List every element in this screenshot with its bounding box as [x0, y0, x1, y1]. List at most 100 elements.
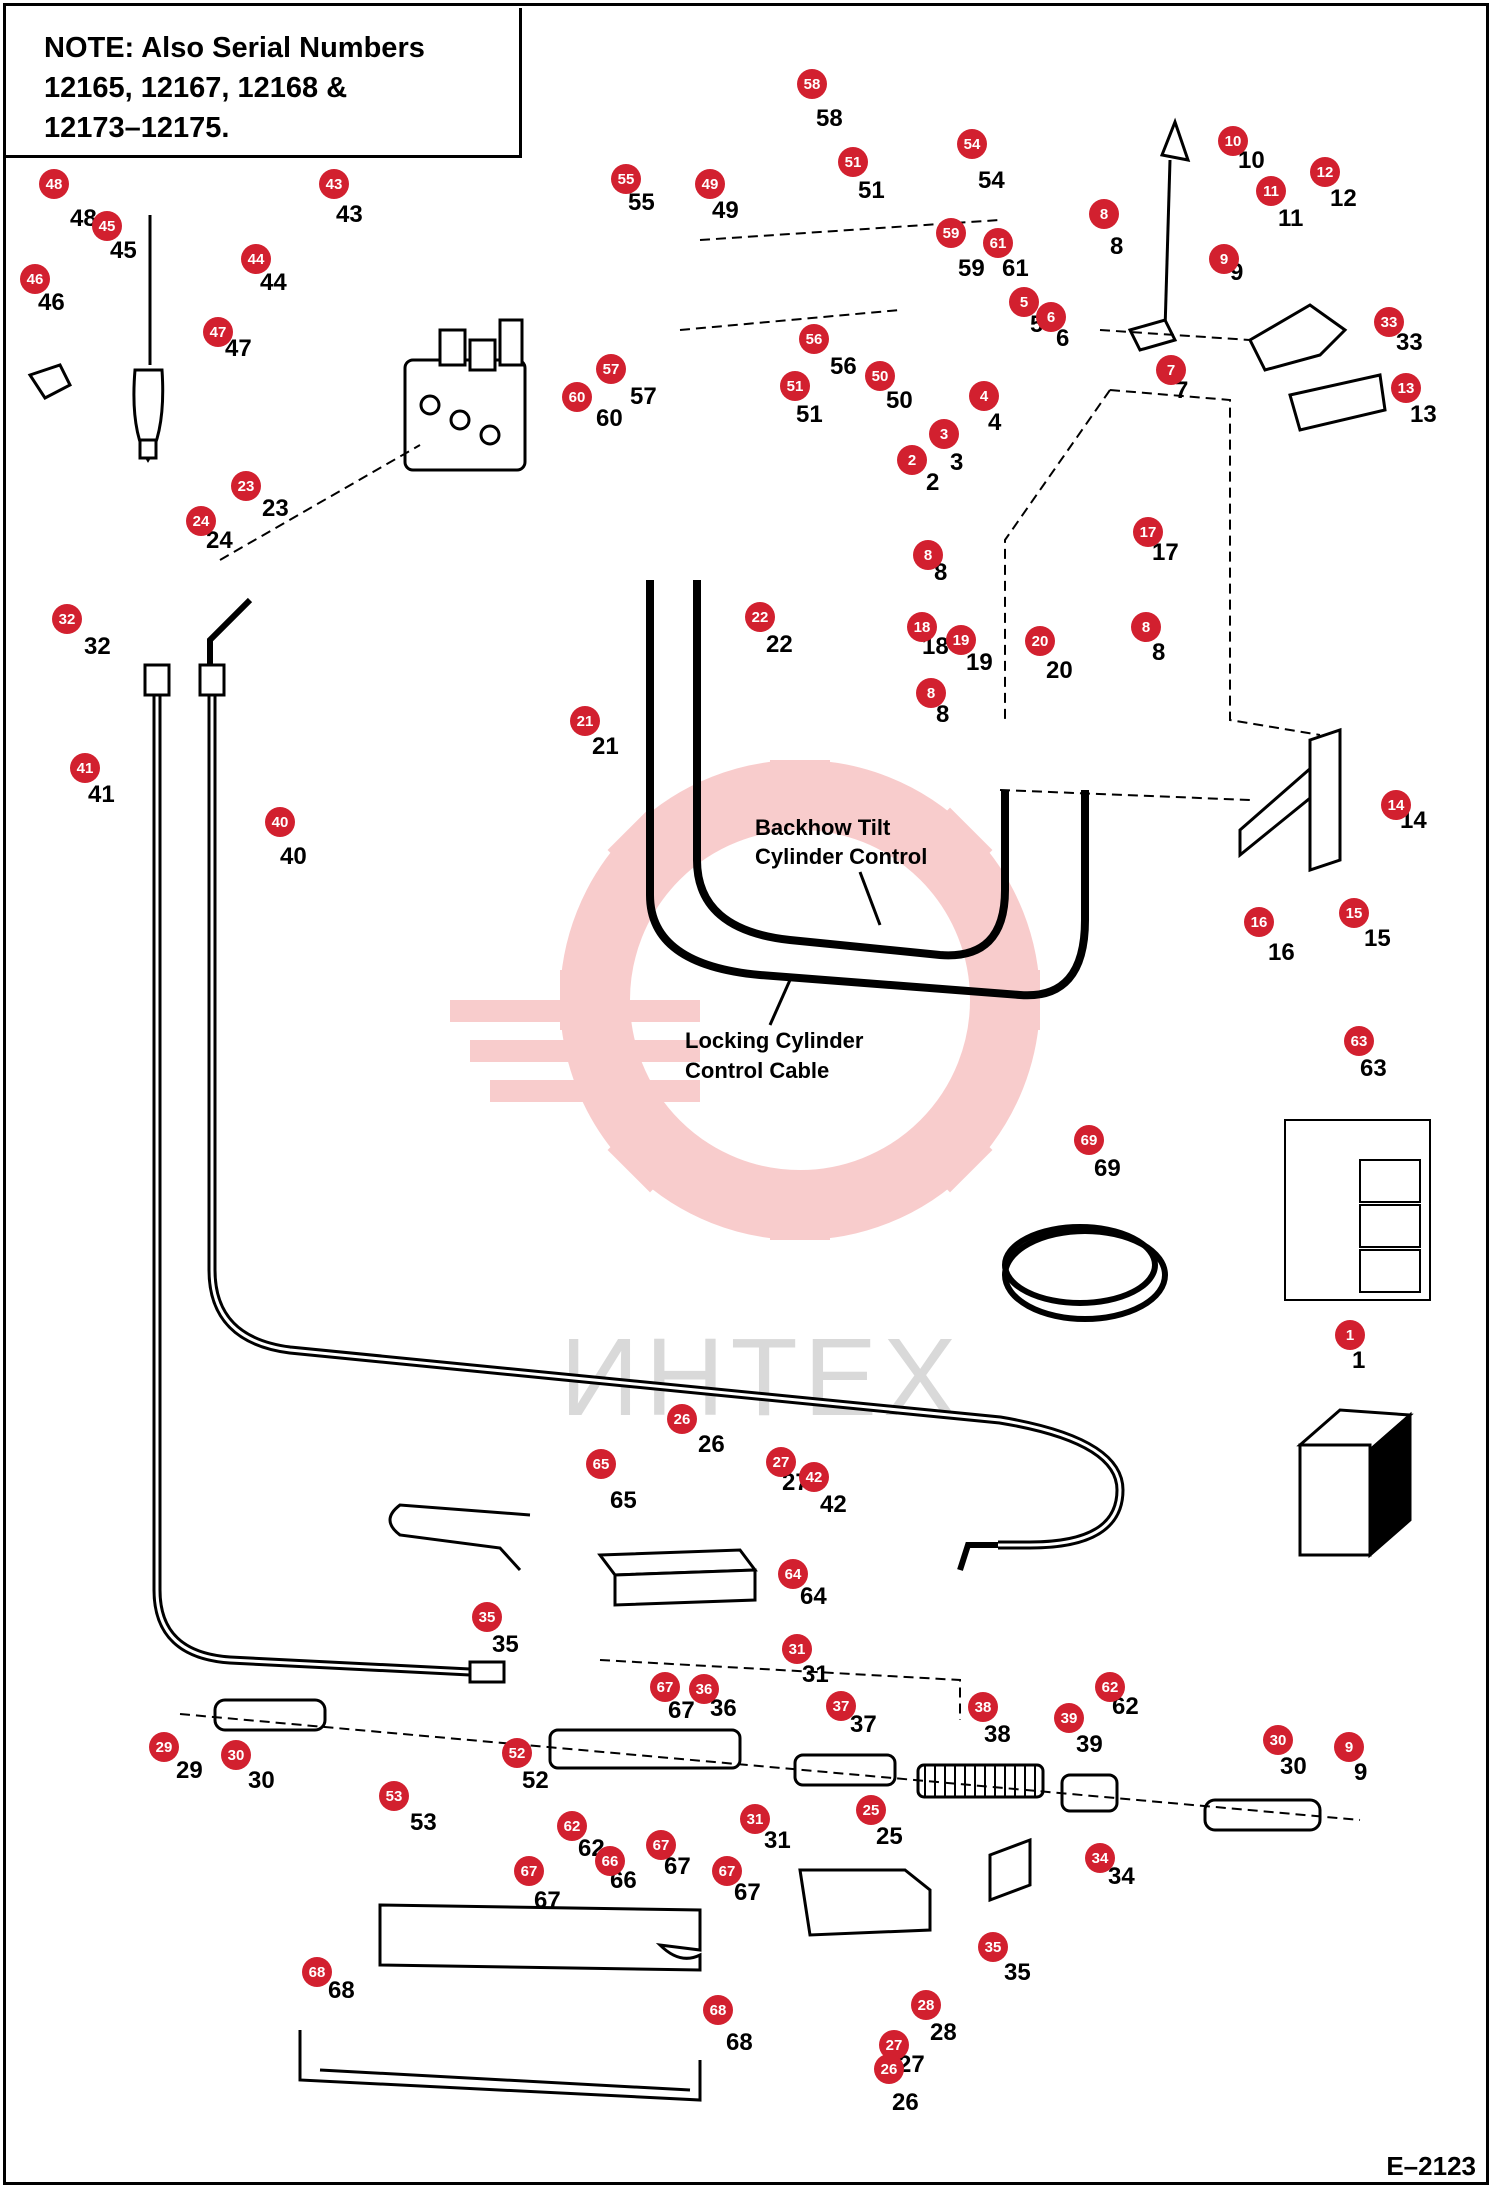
callout-badge-number: 14 [1388, 797, 1405, 814]
callout-badge-number: 18 [914, 619, 931, 636]
callout-1[interactable]: 11 [1335, 1320, 1365, 1374]
callout-8[interactable]: 88 [916, 678, 949, 728]
part-number-label: 7 [1175, 377, 1188, 404]
callout-8[interactable]: 88 [913, 540, 947, 586]
part-number-label: 20 [1046, 657, 1073, 684]
callout-2[interactable]: 22 [897, 445, 939, 496]
caption-lock-line1: Locking Cylinder [685, 1028, 864, 1053]
note-line-1: NOTE: Also Serial Numbers [44, 32, 425, 64]
callout-6[interactable]: 66 [1036, 302, 1069, 352]
callout-9[interactable]: 99 [1334, 1732, 1367, 1786]
part-number-label: 68 [328, 1977, 355, 2004]
callout-8[interactable]: 88 [1131, 612, 1165, 666]
callout-3[interactable]: 33 [929, 419, 963, 476]
callout-badge [1025, 626, 1055, 656]
part-number-label: 8 [1110, 233, 1123, 260]
callout-4[interactable]: 44 [969, 381, 1002, 436]
wiring-harness [388, 1503, 531, 1572]
callout-badge-number: 56 [806, 331, 823, 348]
cable-21-tilt [646, 580, 1089, 1000]
callout-7[interactable]: 77 [1156, 355, 1188, 404]
callout-9[interactable]: 99 [1209, 244, 1243, 286]
part-number-label: 69 [1094, 1155, 1121, 1182]
callout-8[interactable]: 88 [1089, 199, 1123, 260]
callout-badge-number: 66 [602, 1853, 619, 1870]
callout-badge-number: 35 [985, 1939, 1002, 1956]
callout-badge [778, 1559, 808, 1589]
callout-badge [1339, 898, 1369, 928]
part-number-label: 21 [592, 733, 619, 760]
